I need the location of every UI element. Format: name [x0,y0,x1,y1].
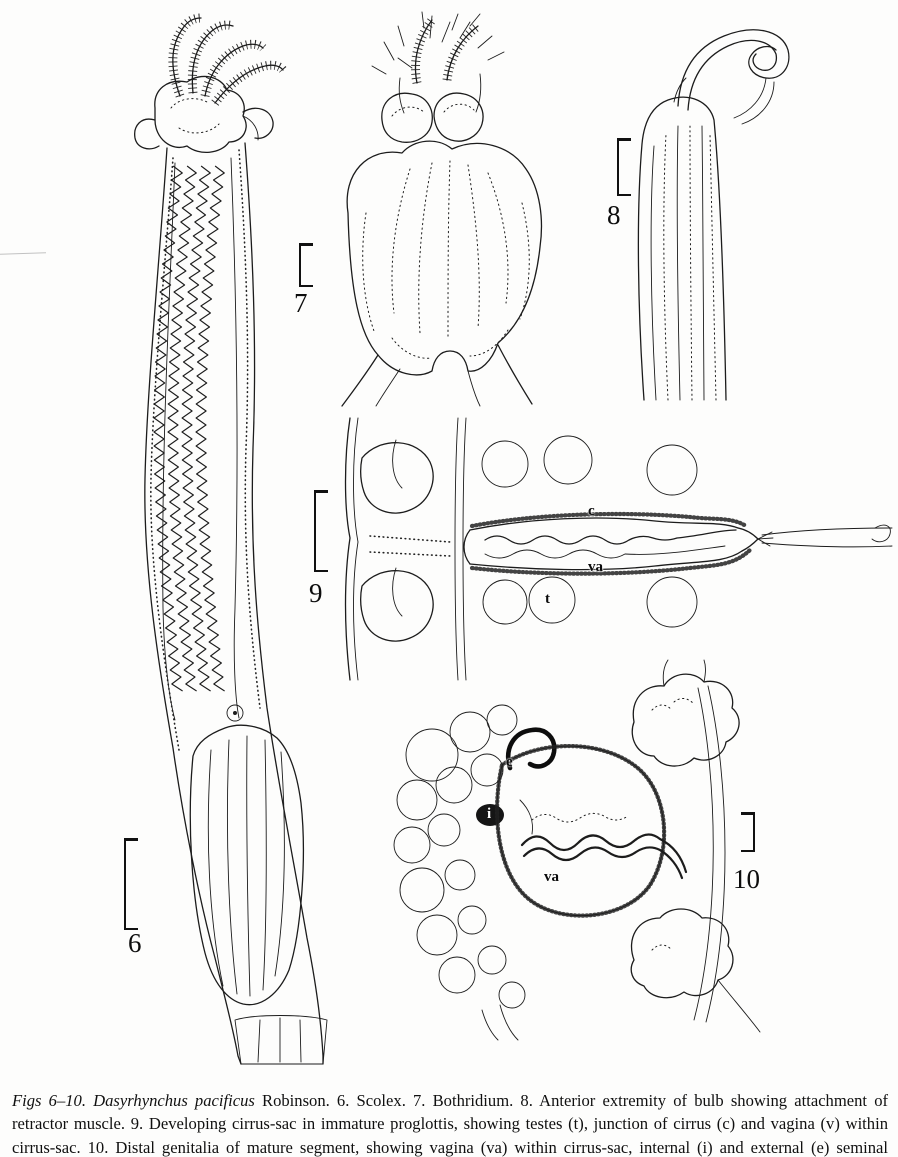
fig9-label-cirrus: c [588,503,595,519]
bothridium-illustration [341,11,543,407]
figure-number-7: 7 [294,288,308,318]
figure-number-6: 6 [128,928,142,958]
figure-caption: Figs 6–10. Dasyrhynchus pacificus Robins… [12,1089,888,1157]
figure-number-10: 10 [733,864,760,894]
figure-6-scolex [75,8,345,1068]
fig9-label-testis: t [545,591,550,607]
bulb-illustration [637,29,790,401]
caption-body: Robinson. 6. Scolex. 7. Bothridium. 8. A… [12,1090,889,1157]
scale-bar-7 [299,243,313,287]
fig10-label-external: e [506,754,513,770]
fig10-label-internal: i [487,806,492,822]
fig10-label-vagina: va [544,869,559,885]
genitalia-illustration [393,659,761,1041]
figure-10-genitalia: e i va [382,659,802,1041]
scale-bar-8 [617,138,631,196]
figure-number-8: 8 [607,200,621,230]
scale-bar-9 [314,490,328,572]
scale-bar-6 [124,838,138,930]
fig9-label-vagina: va [588,559,603,575]
bristles [371,11,505,75]
figure-7-bothridium [282,8,562,408]
figure-number-9: 9 [309,578,323,608]
figure-8-bulb [578,14,808,404]
figure-9-cirrus-sac: c va t [300,417,898,686]
scale-bar-10 [741,812,755,852]
cirrus-sac-illustration [344,417,893,681]
scolex-illustration [134,13,328,1065]
caption-lead: Figs 6–10. Dasyrhynchus pacificus [12,1090,255,1110]
